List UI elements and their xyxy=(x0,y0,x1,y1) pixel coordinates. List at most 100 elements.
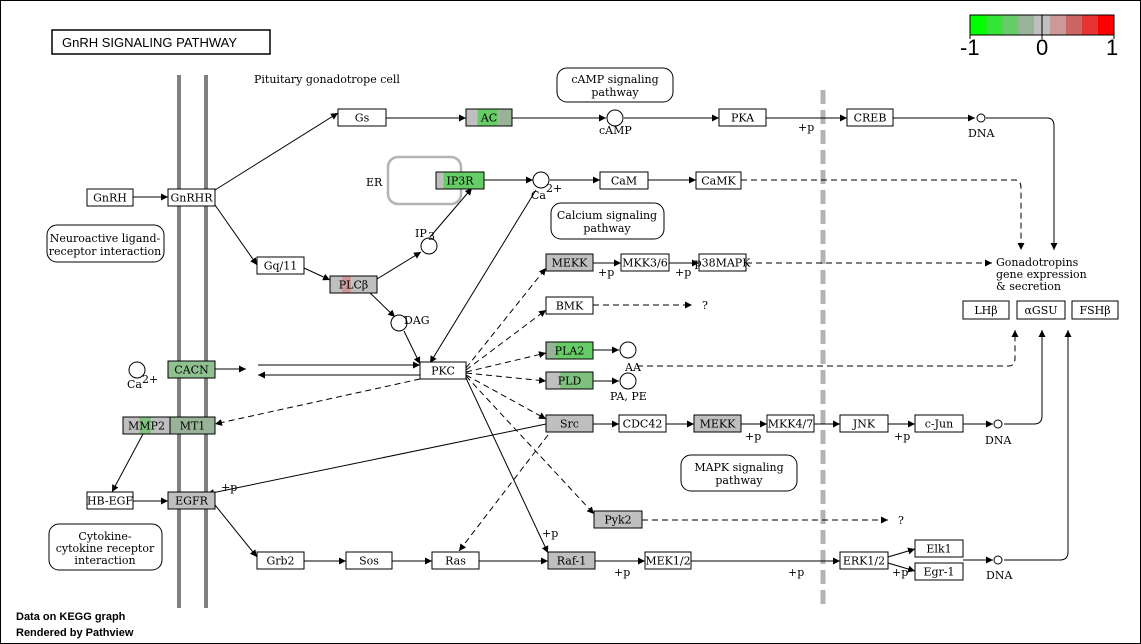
gene-node-raf1[interactable]: Raf-1 xyxy=(547,551,596,570)
svg-text:Neuroactive ligand-: Neuroactive ligand- xyxy=(50,232,161,245)
gene-node-egr1[interactable]: Egr-1 xyxy=(914,562,964,581)
camp-label: cAMP xyxy=(599,124,632,137)
phospho-label: +p xyxy=(798,121,814,134)
gene-node-cjun[interactable]: c-Jun xyxy=(914,414,964,433)
gene-label-cacn: CACN xyxy=(174,364,209,377)
gene-label-mek12: MEK1/2 xyxy=(645,555,690,568)
footer-line-2: Rendered by Pathview xyxy=(16,627,134,639)
aa-compound xyxy=(619,341,637,359)
gene-node-lhb[interactable]: LHβ xyxy=(962,300,1010,320)
ip3-compound xyxy=(420,237,438,255)
gene-node-gnrhr[interactable]: GnRHR xyxy=(167,188,216,207)
gene-node-mt1[interactable]: MT1 xyxy=(169,416,216,435)
pape-compound xyxy=(619,372,637,390)
gene-label-src: Src xyxy=(560,418,579,431)
gene-label-egr1: Egr-1 xyxy=(923,566,954,579)
gene-node-pka[interactable]: PKA xyxy=(718,108,767,127)
gene-node-mekk2[interactable]: MEKK xyxy=(693,414,742,433)
gene-node-pld[interactable]: PLD xyxy=(545,371,594,390)
legend-swatch xyxy=(1098,15,1114,35)
gene-node-pyk2[interactable]: Pyk2 xyxy=(593,510,643,529)
gene-node-p38[interactable]: p38MAPK xyxy=(695,253,752,272)
gene-node-mkk36[interactable]: MKK3/6 xyxy=(620,253,670,272)
gene-node-sos[interactable]: Sos xyxy=(345,551,393,570)
legend-max-label: 1 xyxy=(1106,35,1118,60)
legend-swatch xyxy=(986,15,1002,35)
gene-node-gnrh[interactable]: GnRH xyxy=(86,188,134,207)
gene-node-cacn[interactable]: CACN xyxy=(167,360,216,379)
er-label: ER xyxy=(366,176,383,189)
pathway-link-mapk[interactable]: MAPK signaling pathway xyxy=(680,454,798,492)
svg-text:+p: +p xyxy=(598,266,614,279)
pape-label: PA, PE xyxy=(610,390,647,403)
ca-compound-2 xyxy=(128,361,146,379)
svg-text:Calcium signaling: Calcium signaling xyxy=(557,209,657,222)
camp-compound xyxy=(606,109,624,127)
gene-node-mmp2[interactable]: MMP2 xyxy=(122,416,171,435)
svg-text:+p: +p xyxy=(788,566,804,579)
pathway-link-calcium[interactable]: Calcium signaling pathway xyxy=(550,202,665,240)
dna-label-3: DNA xyxy=(986,569,1013,582)
svg-text:pathway: pathway xyxy=(591,86,639,99)
gene-label-hbegf: HB-EGF xyxy=(87,495,133,508)
gene-node-jnk[interactable]: JNK xyxy=(839,414,889,433)
pathway-link-camp[interactable]: cAMP signaling pathway xyxy=(556,67,674,103)
gene-label-cam: CaM xyxy=(611,175,637,188)
gene-node-egfr[interactable]: EGFR xyxy=(167,491,216,510)
gene-label-gnrhr: GnRHR xyxy=(170,192,213,205)
gene-label-raf1: Raf-1 xyxy=(557,555,587,568)
gene-label-gnrh: GnRH xyxy=(93,192,127,205)
gene-node-cam[interactable]: CaM xyxy=(599,171,649,190)
gene-node-plcb[interactable]: PLCβ xyxy=(329,275,378,294)
gene-label-pyk2: Pyk2 xyxy=(604,514,631,527)
annotations: cAMP DNA +p Ca 2+ IP 3 DAG AA PA, PE Ca … xyxy=(127,121,1087,582)
gene-node-camk[interactable]: CaMK xyxy=(695,171,742,190)
svg-text:?: ? xyxy=(702,299,708,312)
dna-label-1: DNA xyxy=(968,127,995,140)
gene-label-mkk36: MKK3/6 xyxy=(622,257,667,270)
gene-node-mkk47[interactable]: MKK4/7 xyxy=(766,414,815,433)
gene-label-ras: Ras xyxy=(445,555,466,568)
edges-solid xyxy=(111,112,1072,573)
gene-node-src[interactable]: Src xyxy=(545,414,594,433)
ca-compound-1 xyxy=(532,171,550,189)
gene-node-agsu[interactable]: αGSU xyxy=(1016,300,1066,320)
gene-label-lhb: LHβ xyxy=(974,304,997,317)
gene-node-pkc[interactable]: PKC xyxy=(419,361,467,380)
ca-charge-2: 2+ xyxy=(142,373,158,386)
gene-node-pla2[interactable]: PLA2 xyxy=(545,341,594,360)
gene-label-cjun: c-Jun xyxy=(925,418,953,431)
dna-label-2: DNA xyxy=(985,434,1012,447)
svg-text:interaction: interaction xyxy=(74,554,135,567)
ca-label-2: Ca xyxy=(127,378,142,391)
gene-nodes: GnRH GnRHR Gs AC PKA CREB IP3R CaM CaMK Gq/11PLCβ… xyxy=(86,108,1119,581)
gene-label-p38: p38MAPK xyxy=(695,257,752,270)
gene-node-ac[interactable]: AC xyxy=(465,108,513,127)
gene-label-mkk47: MKK4/7 xyxy=(768,418,813,431)
pathway-link-neuroactive[interactable]: Neuroactive ligand- receptor interaction xyxy=(46,224,165,263)
svg-text:MAPK signaling: MAPK signaling xyxy=(694,461,783,474)
gene-label-jnk: JNK xyxy=(852,418,876,431)
gene-node-gq11[interactable]: Gq/11 xyxy=(256,256,305,275)
gene-node-erk12[interactable]: ERK1/2 xyxy=(839,551,889,570)
gene-node-fshb[interactable]: FSHβ xyxy=(1071,300,1119,320)
svg-text:?: ? xyxy=(898,514,904,527)
gene-node-elk1[interactable]: Elk1 xyxy=(914,539,964,558)
gene-node-gs[interactable]: Gs xyxy=(337,108,387,127)
gene-node-grb2[interactable]: Grb2 xyxy=(256,551,305,570)
gene-label-erk12: ERK1/2 xyxy=(843,555,885,568)
gene-node-ras[interactable]: Ras xyxy=(431,551,480,570)
pathway-link-cytokine[interactable]: Cytokine- cytokine receptor interaction xyxy=(48,523,163,571)
gene-node-hbegf[interactable]: HB-EGF xyxy=(86,491,134,510)
gene-node-ip3r[interactable]: IP3R xyxy=(435,171,485,190)
gene-node-bmk[interactable]: BMK xyxy=(545,296,594,315)
color-legend xyxy=(969,14,1115,39)
gene-label-bmk: BMK xyxy=(556,300,584,313)
gene-node-creb[interactable]: CREB xyxy=(846,108,894,127)
gene-node-mek12[interactable]: MEK1/2 xyxy=(644,551,692,570)
gene-node-mekk1[interactable]: MEKK xyxy=(545,253,594,272)
svg-text:+p: +p xyxy=(745,430,761,443)
footer-line-1: Data on KEGG graph xyxy=(16,611,126,623)
gene-node-cdc42[interactable]: CDC42 xyxy=(618,414,667,433)
gene-label-mekk1: MEKK xyxy=(552,257,589,270)
